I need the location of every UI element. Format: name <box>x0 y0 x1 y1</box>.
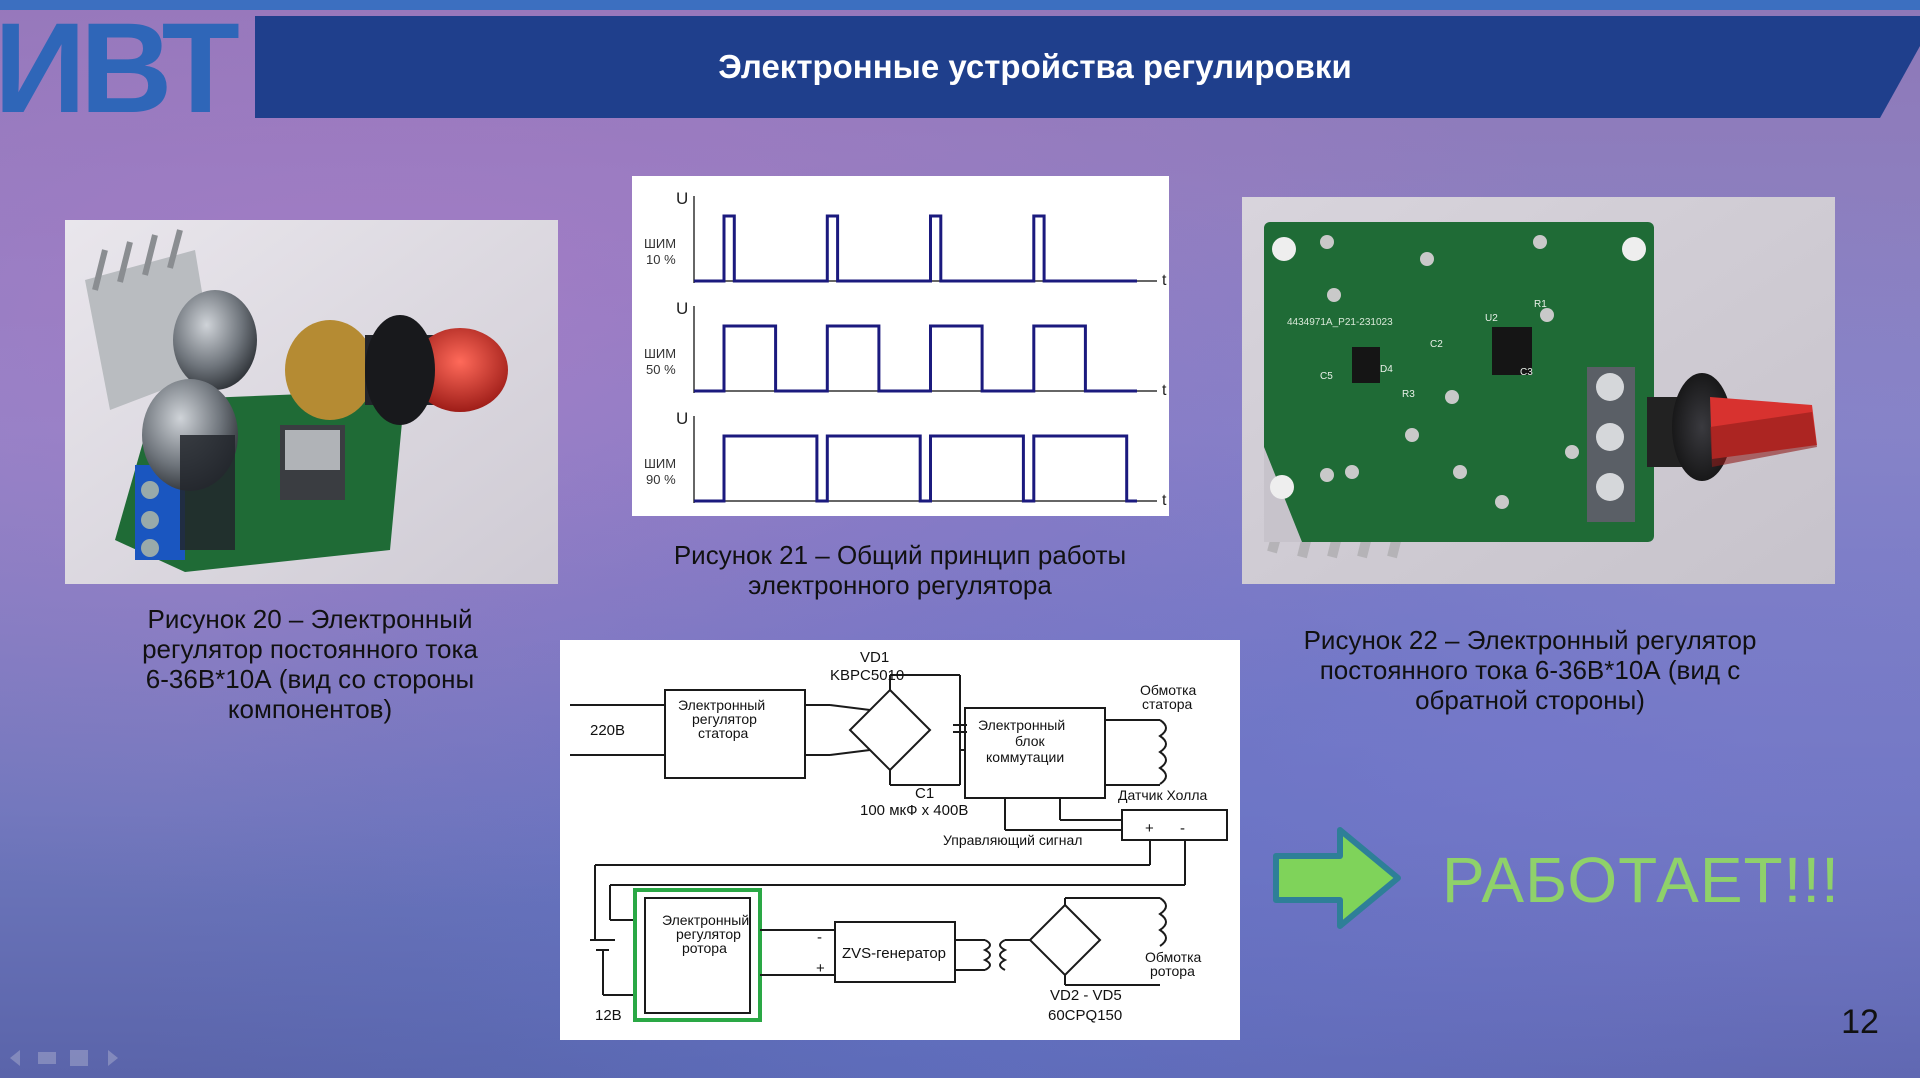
pwm-row-duty: 50 % <box>646 362 676 377</box>
figure-22-photo: 4434971A_P21-231023 U2 R1 C2 C5 D4 R3 C3 <box>1242 197 1835 584</box>
y-axis-label: U <box>676 409 688 428</box>
pwm-row-label: ШИМ <box>644 456 676 471</box>
caption-line: Рисунок 22 – Электронный регулятор <box>1303 625 1757 655</box>
right-arrow-icon <box>1273 827 1401 929</box>
rotor-winding-label: Обмотка <box>1145 949 1202 965</box>
commutation-label: блок <box>1015 733 1046 749</box>
stator-regulator-label: Электронный <box>678 697 765 713</box>
institute-logo: ИВТ <box>0 0 245 118</box>
pcb-label: C3 <box>1520 367 1533 378</box>
battery-label: 12В <box>595 1007 622 1024</box>
x-axis-label: t <box>1162 272 1167 289</box>
pcb-label: R1 <box>1534 299 1547 310</box>
top-accent-line <box>0 0 1920 10</box>
commutation-label: коммутации <box>986 749 1064 765</box>
caption-line: регулятор постоянного тока <box>142 634 478 664</box>
next-slide-icon <box>108 1050 118 1066</box>
pen-icon <box>38 1052 56 1064</box>
circuit-schematic: VD1 KBPC5010 220В Электронный регулятор … <box>560 640 1240 1040</box>
c1-label: C1 <box>915 785 934 802</box>
pwm-row-label: ШИМ <box>644 346 676 361</box>
menu-icon <box>70 1050 88 1066</box>
rotor-winding-label: ротора <box>1150 963 1195 979</box>
caption-line: Рисунок 21 – Общий принцип работы <box>673 540 1127 570</box>
stator-regulator-label: регулятор <box>692 711 757 727</box>
pcb-label: U2 <box>1485 313 1498 324</box>
header-bar <box>255 16 1920 118</box>
caption-line: компонентов) <box>227 694 393 724</box>
pwm-row-label: ШИМ <box>644 236 676 251</box>
zvs-plus: + <box>816 960 825 977</box>
pcb-label: C5 <box>1320 371 1333 382</box>
figure-22-caption: Рисунок 22 – Электронный регулятор посто… <box>1250 625 1810 715</box>
vd2-part: 60CPQ150 <box>1048 1007 1122 1024</box>
slide-title: Электронные устройства регулировки <box>718 48 1352 85</box>
stator-winding-label: Обмотка <box>1140 682 1197 698</box>
caption-line: Рисунок 20 – Электронный <box>147 604 473 634</box>
zvs-minus: - <box>817 929 822 946</box>
logo-text: ИВТ <box>0 0 239 118</box>
figure-20-caption: Рисунок 20 – Электронный регулятор посто… <box>75 604 545 724</box>
pwm-waveform <box>694 434 1137 503</box>
vd1-label: VD1 <box>860 649 889 666</box>
pcb-silkscreen: 4434971A_P21-231023 <box>1287 317 1393 328</box>
pwm-waveform <box>694 214 1137 283</box>
caption-line: 6-36В*10А (вид со стороны <box>145 664 475 694</box>
vd2-label: VD2 - VD5 <box>1050 987 1122 1004</box>
caption-line: электронного регулятора <box>748 570 1052 600</box>
status-text: РАБОТАЕТ!!! <box>1442 844 1840 916</box>
pcb-label: R3 <box>1402 389 1415 400</box>
rotor-regulator-label: Электронный <box>662 912 749 928</box>
y-axis-label: U <box>676 189 688 208</box>
c1-value: 100 мкФ x 400В <box>860 802 968 819</box>
hall-minus: - <box>1180 820 1185 837</box>
pwm-row-duty: 90 % <box>646 472 676 487</box>
prev-slide-icon <box>10 1050 20 1066</box>
caption-line: постоянного тока 6-36В*10А (вид с <box>1319 655 1741 685</box>
pwm-waveform <box>694 324 1137 393</box>
vd1-part: KBPC5010 <box>830 667 904 684</box>
commutation-label: Электронный <box>978 717 1065 733</box>
stator-winding-label: статора <box>1142 696 1193 712</box>
rotor-regulator-label: регулятор <box>676 926 741 942</box>
rotor-regulator-label: ротора <box>682 940 727 956</box>
control-signal-label: Управляющий сигнал <box>943 832 1082 848</box>
y-axis-label: U <box>676 299 688 318</box>
figure-20-photo <box>65 220 558 584</box>
x-axis-label: t <box>1162 492 1167 509</box>
pwm-row-duty: 10 % <box>646 252 676 267</box>
mains-label: 220В <box>590 722 625 739</box>
zvs-label: ZVS-генератор <box>842 945 946 962</box>
pcb-label: D4 <box>1380 364 1393 375</box>
x-axis-label: t <box>1162 382 1167 399</box>
hall-sensor-label: Датчик Холла <box>1118 787 1207 803</box>
caption-line: обратной стороны) <box>1415 685 1645 715</box>
toolbar-icons <box>10 1050 118 1066</box>
page-number: 12 <box>1841 1003 1879 1041</box>
figure-21-caption: Рисунок 21 – Общий принцип работы электр… <box>620 540 1180 600</box>
pcb-label: C2 <box>1430 339 1443 350</box>
slideshow-toolbar[interactable] <box>8 1046 138 1070</box>
stator-regulator-label: статора <box>698 725 749 741</box>
hall-plus: + <box>1145 820 1154 837</box>
